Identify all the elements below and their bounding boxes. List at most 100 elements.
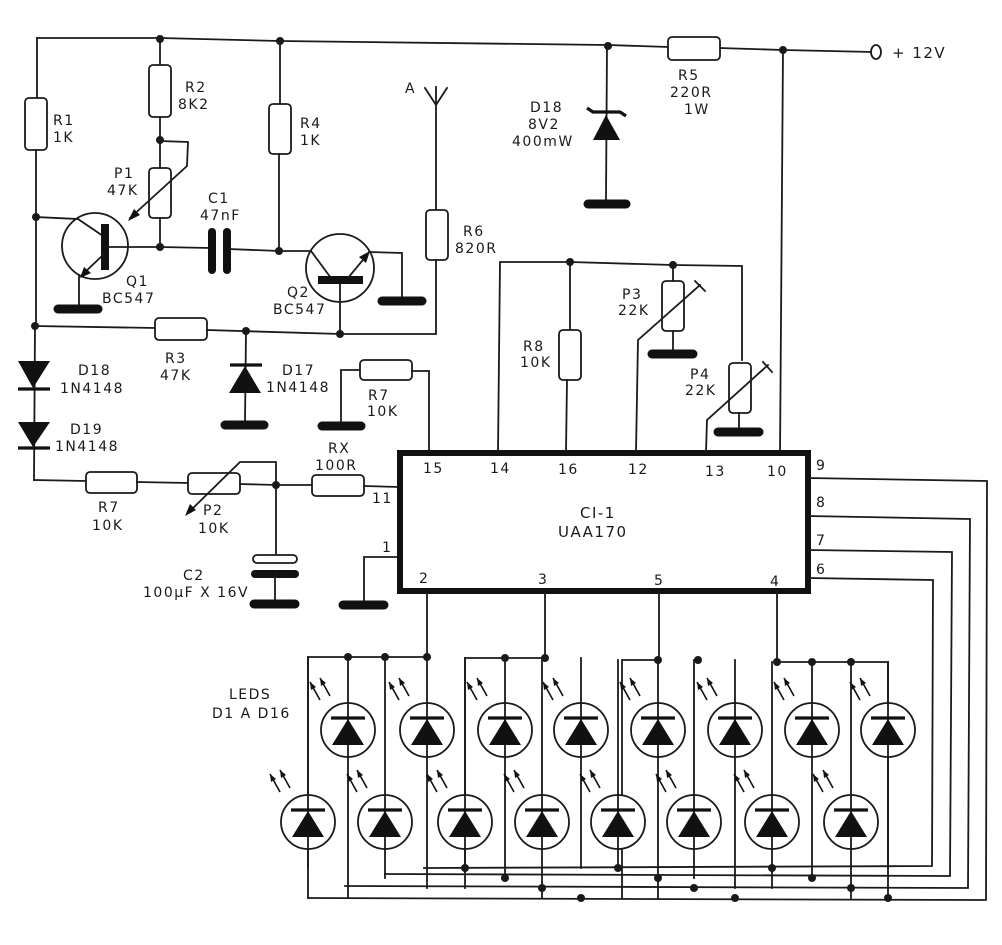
diode-d17: D17 1N4148 xyxy=(220,330,329,430)
svg-text:Q2: Q2 xyxy=(287,285,310,301)
led xyxy=(733,661,800,889)
svg-text:P1: P1 xyxy=(114,166,134,182)
zener-d18: D18 8V2 400mW xyxy=(512,45,631,209)
capacitor-c1: C1 47nF xyxy=(159,191,280,274)
led xyxy=(812,661,879,899)
junction-dot xyxy=(690,884,698,892)
pin-label: 11 xyxy=(372,491,393,507)
transistor-q1: Q1 BC547 xyxy=(35,212,161,314)
junction-dot xyxy=(501,874,509,882)
resistor-r2: R2 8K2 xyxy=(148,38,210,141)
pin-label: 4 xyxy=(770,574,780,590)
resistor-r3: R3 47K xyxy=(34,317,341,384)
svg-text:BC547: BC547 xyxy=(273,302,326,318)
junction-dot xyxy=(808,658,816,666)
junction-dot xyxy=(731,894,739,902)
svg-text:10K: 10K xyxy=(198,521,230,537)
svg-text:D17: D17 xyxy=(282,363,315,379)
svg-text:C1: C1 xyxy=(208,191,230,207)
svg-text:10K: 10K xyxy=(367,404,399,420)
resistor-r5: R5 220R 1W xyxy=(667,36,721,118)
pin-label: 15 xyxy=(423,461,444,477)
svg-text:1K: 1K xyxy=(300,133,321,149)
svg-text:Q1: Q1 xyxy=(126,274,149,290)
antenna: A xyxy=(405,81,449,211)
supply-label: + 12V xyxy=(892,44,946,62)
svg-text:400mW: 400mW xyxy=(512,134,574,150)
led xyxy=(466,657,533,879)
junction-dot xyxy=(847,884,855,892)
junction-dot xyxy=(501,654,509,662)
resistor-r7-input: R7 10K xyxy=(85,471,189,534)
led xyxy=(503,657,570,899)
svg-text:47K: 47K xyxy=(107,183,139,199)
svg-text:C2: C2 xyxy=(183,568,205,584)
svg-text:A: A xyxy=(405,81,416,97)
svg-text:D19: D19 xyxy=(70,422,103,438)
led xyxy=(655,659,722,879)
svg-text:R3: R3 xyxy=(165,351,187,367)
svg-text:1K: 1K xyxy=(53,130,74,146)
pin-label: 14 xyxy=(490,461,511,477)
pin-label: 5 xyxy=(654,573,664,589)
svg-text:1W: 1W xyxy=(684,102,710,118)
pin-label: 3 xyxy=(538,572,548,588)
resistor-rx: RX 100R xyxy=(275,441,399,497)
led xyxy=(542,657,609,869)
svg-text:R6: R6 xyxy=(463,224,485,240)
capacitor-c2: C2 100µF X 16V xyxy=(143,484,300,609)
svg-text:UAA170: UAA170 xyxy=(558,523,628,541)
junction-dot xyxy=(577,894,585,902)
resistor-r6: R6 820R xyxy=(339,209,497,335)
svg-text:P4: P4 xyxy=(690,367,710,383)
svg-text:47K: 47K xyxy=(160,368,192,384)
led xyxy=(619,659,686,899)
svg-text:D18: D18 xyxy=(530,100,563,116)
junction-dot xyxy=(381,653,389,661)
svg-text:P3: P3 xyxy=(622,287,642,303)
junction-dot xyxy=(614,864,622,872)
pin-label: 16 xyxy=(558,462,579,478)
svg-text:100µF X 16V: 100µF X 16V xyxy=(143,585,249,601)
resistor-r7-pin15: R7 10K xyxy=(317,359,430,453)
pin-label: 10 xyxy=(767,464,788,480)
svg-text:1N4148: 1N4148 xyxy=(55,439,119,455)
svg-text:R7: R7 xyxy=(98,500,120,516)
junction-dot xyxy=(344,653,352,661)
junction-dot xyxy=(654,874,662,882)
svg-text:R7: R7 xyxy=(368,388,390,404)
junction-dot xyxy=(847,658,855,666)
pin-label: 13 xyxy=(705,464,726,480)
supply-terminal xyxy=(870,44,882,60)
svg-text:BC547: BC547 xyxy=(102,291,155,307)
potentiometer-p3: P3 22K xyxy=(618,264,707,453)
column-bus xyxy=(307,477,988,901)
svg-text:8V2: 8V2 xyxy=(528,117,560,133)
diode-d19: D19 1N4148 xyxy=(18,422,119,455)
led xyxy=(773,661,840,879)
pin-label: 9 xyxy=(816,458,826,474)
pin-label: 6 xyxy=(816,562,826,578)
svg-text:8K2: 8K2 xyxy=(178,97,210,113)
junction-dot xyxy=(461,864,469,872)
leds-label: LEDS xyxy=(229,687,271,703)
svg-text:R5: R5 xyxy=(678,68,700,84)
svg-text:RX: RX xyxy=(328,441,350,457)
potentiometer-p2: P2 10K xyxy=(185,461,277,537)
pin-label: 7 xyxy=(816,533,826,549)
junction-dot xyxy=(694,656,702,664)
svg-text:10K: 10K xyxy=(92,518,124,534)
svg-text:R1: R1 xyxy=(53,113,75,129)
potentiometer-p4: P4 22K xyxy=(685,360,774,453)
svg-text:22K: 22K xyxy=(618,303,650,319)
pin-label: 1 xyxy=(382,540,392,556)
svg-text:820R: 820R xyxy=(455,241,497,257)
led xyxy=(388,656,455,889)
potentiometer-p1: P1 47K xyxy=(107,139,189,248)
diode-d18: D18 1N4148 xyxy=(18,325,123,481)
resistor-r1: R1 1K xyxy=(24,37,75,218)
wire-pin10 xyxy=(779,49,784,456)
svg-text:D18: D18 xyxy=(78,363,111,379)
junction-dot xyxy=(541,654,549,662)
